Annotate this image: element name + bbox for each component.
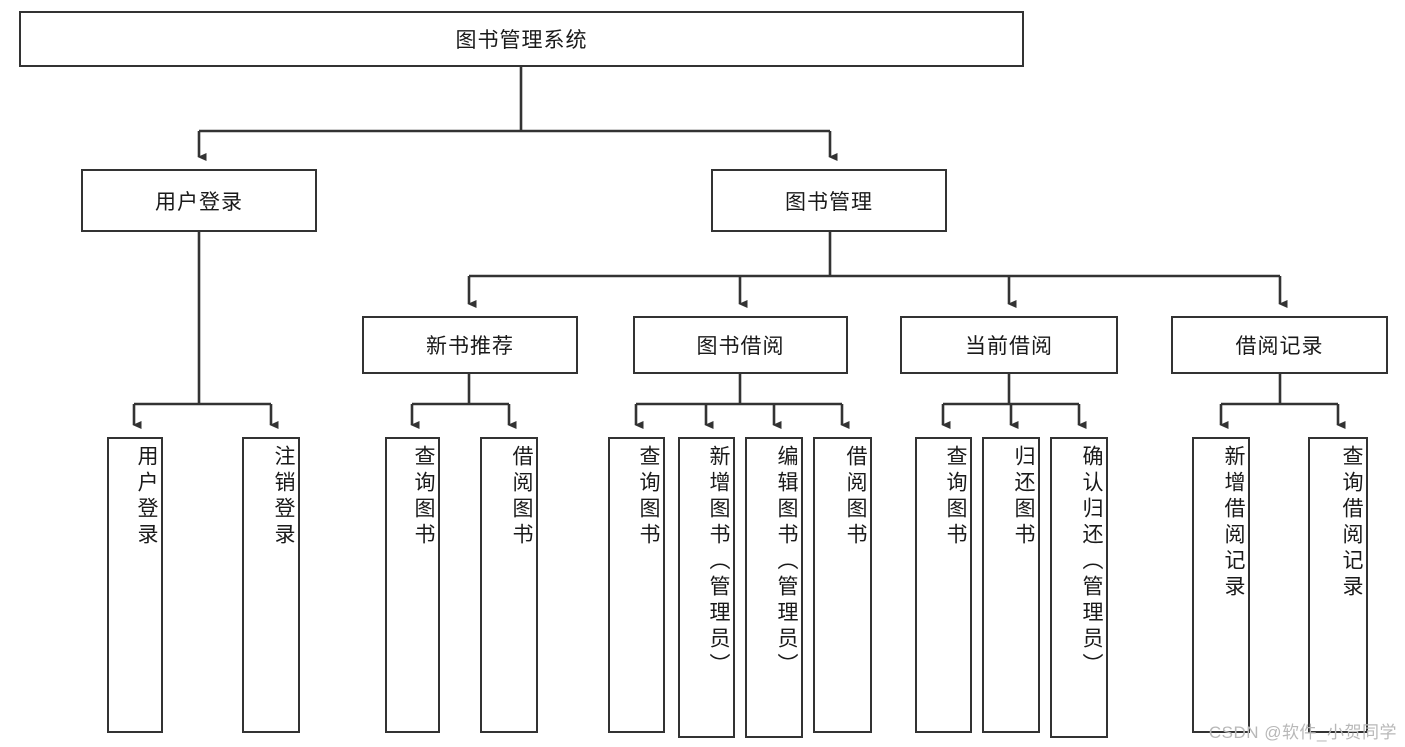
node-current-borrow-label: 当前借阅 (965, 335, 1053, 358)
node-leaf-query-book-1[interactable]: 查询图书 (385, 437, 440, 733)
node-book-borrow-label: 图书借阅 (696, 335, 785, 358)
node-leaf-query-book-2[interactable]: 查询图书 (608, 437, 665, 733)
node-new-book-rec-label: 新书推荐 (426, 335, 514, 358)
node-leaf-return-book[interactable]: 归还图书 (982, 437, 1040, 733)
node-book-borrow[interactable]: 图书借阅 (633, 316, 848, 374)
node-leaf-user-login-label: 用户登录 (135, 445, 158, 549)
node-root-label: 图书管理系统 (455, 29, 588, 52)
node-leaf-edit-book[interactable]: 编辑图书（管理员） (745, 437, 803, 738)
node-current-borrow[interactable]: 当前借阅 (900, 316, 1118, 374)
node-leaf-add-book[interactable]: 新增图书（管理员） (678, 437, 735, 738)
node-root[interactable]: 图书管理系统 (19, 11, 1024, 67)
node-leaf-borrow-book-1[interactable]: 借阅图书 (480, 437, 538, 733)
node-leaf-add-record[interactable]: 新增借阅记录 (1192, 437, 1250, 733)
node-leaf-borrow-book-1-label: 借阅图书 (510, 445, 533, 549)
node-leaf-query-record[interactable]: 查询借阅记录 (1308, 437, 1368, 733)
node-leaf-query-record-label: 查询借阅记录 (1340, 445, 1363, 601)
node-leaf-query-book-3-label: 查询图书 (944, 445, 967, 549)
node-user-login-label: 用户登录 (155, 190, 243, 214)
node-user-login[interactable]: 用户登录 (81, 169, 317, 232)
node-borrow-record[interactable]: 借阅记录 (1171, 316, 1388, 374)
node-leaf-add-record-label: 新增借阅记录 (1222, 445, 1245, 601)
node-leaf-confirm-return[interactable]: 确认归还（管理员） (1050, 437, 1108, 738)
node-leaf-confirm-return-label: 确认归还（管理员） (1080, 445, 1103, 679)
node-leaf-return-book-label: 归还图书 (1012, 445, 1035, 549)
node-leaf-edit-book-label: 编辑图书（管理员） (775, 445, 798, 679)
node-leaf-borrow-book-2[interactable]: 借阅图书 (813, 437, 872, 733)
node-borrow-record-label: 借阅记录 (1235, 335, 1324, 358)
node-book-manage-label: 图书管理 (785, 190, 873, 214)
node-book-manage[interactable]: 图书管理 (711, 169, 947, 232)
node-leaf-user-logout-label: 注销登录 (272, 445, 295, 549)
watermark-text: CSDN @软件_小贺同学 (1208, 723, 1397, 742)
node-leaf-user-login[interactable]: 用户登录 (107, 437, 163, 733)
node-leaf-borrow-book-2-label: 借阅图书 (844, 445, 867, 549)
node-leaf-query-book-1-label: 查询图书 (412, 445, 435, 549)
node-new-book-rec[interactable]: 新书推荐 (362, 316, 578, 374)
node-leaf-user-logout[interactable]: 注销登录 (242, 437, 300, 733)
node-leaf-query-book-3[interactable]: 查询图书 (915, 437, 972, 733)
node-leaf-add-book-label: 新增图书（管理员） (707, 445, 730, 679)
node-leaf-query-book-2-label: 查询图书 (637, 445, 660, 549)
